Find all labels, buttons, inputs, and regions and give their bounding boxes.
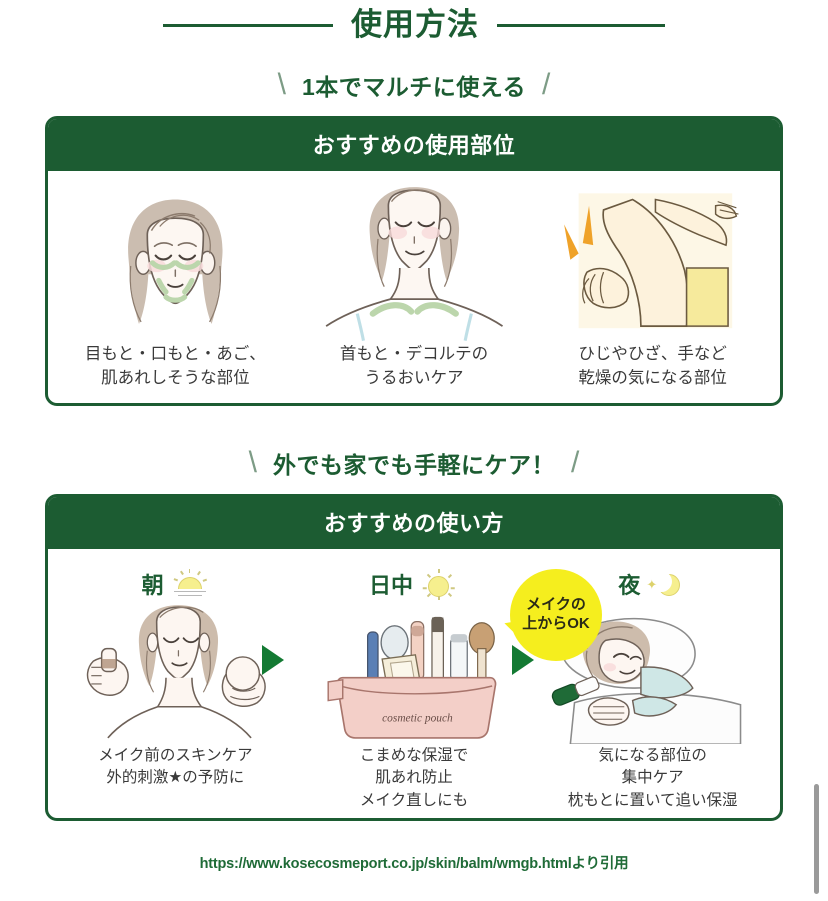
section-1-subheading: \ 1本でマルチに使える / [0, 68, 828, 102]
page-title-row: 使用方法 [0, 0, 828, 42]
panel-daytime-caption: こまめな保湿で 肌あれ防止 メイク直しにも [360, 745, 469, 812]
sparkle-icon: ✦ [646, 576, 658, 592]
panel-face-caption: 目もと・口もと・あご、 肌あれしそうな部位 [85, 343, 266, 391]
caption-line: 乾燥の気になる部位 [578, 369, 727, 388]
time-of-day-morning: 朝 [142, 567, 210, 601]
time-label: 日中 [368, 572, 413, 598]
panel-elbow-caption: ひじやひざ、手など 乾燥の気になる部位 [578, 343, 727, 391]
time-label: 夜 [618, 572, 641, 598]
woman-skincare-icon [56, 603, 295, 739]
cosmetic-pouch-icon: cosmetic pouch [295, 603, 534, 739]
caption-line: 集中ケア [621, 769, 684, 787]
pouch-label: cosmetic pouch [382, 712, 453, 724]
card-recommended-areas: おすすめの使用部位 [45, 116, 783, 406]
caption-line: 目もと・口もと・あご、 [84, 345, 266, 364]
title-rule-left [163, 23, 333, 27]
panel-morning-caption: メイク前のスキンケア 外的刺激★の予防に [98, 745, 252, 790]
slash-right-icon: / [542, 68, 551, 102]
title-rule-right [497, 23, 665, 27]
vertical-scrollbar[interactable] [814, 784, 819, 894]
source-url[interactable]: https://www.kosecosmeport.co.jp/skin/bal… [199, 856, 629, 872]
caption-line: 肌あれしそうな部位 [101, 369, 250, 388]
slash-left-icon: \ [248, 445, 257, 479]
time-of-day-row: 朝 日中 [56, 563, 772, 601]
badge-line-1: メイクの [526, 596, 586, 614]
sun-icon [419, 568, 459, 600]
caption-line: 気になる部位の [598, 746, 707, 764]
page-title: 使用方法 [351, 7, 479, 42]
panel-morning: メイク前のスキンケア 外的刺激★の予防に [56, 603, 295, 790]
panel-daytime: cosmetic pouch こまめな保湿で 肌あれ防止 メイク直しにも [295, 603, 534, 812]
step-arrow-1-icon [262, 644, 284, 675]
panel-elbow-knee: ひじやひざ、手など 乾燥の気になる部位 [533, 185, 772, 391]
slash-right-icon: / [571, 445, 580, 479]
time-of-day-night: 夜 ✦ [618, 567, 686, 601]
card-recommended-usage: おすすめの使い方 朝 [45, 493, 783, 822]
caption-line: こまめな保湿で [359, 746, 469, 764]
moon-icon: ✦ [646, 569, 686, 599]
section-2-subheading: \ 外でも家でも手軽にケア！ / [0, 446, 828, 480]
card-1-panels: 目もと・口もと・あご、 肌あれしそうな部位 [56, 185, 772, 391]
caption-line: うるおいケア [364, 369, 464, 388]
badge-line-2: 上からOK [522, 614, 590, 632]
section-1-subheading-text: 1本でマルチに使える [301, 74, 527, 101]
panel-neck-decollete: 首もと・デコルテの うるおいケア [295, 185, 534, 391]
elbow-knee-hand-icon [533, 185, 772, 337]
face-front-icon [56, 185, 295, 337]
caption-line: 首もと・デコルテの [339, 345, 489, 364]
caption-line: ひじやひざ、手など [578, 345, 727, 364]
caption-line: 肌あれ防止 [375, 769, 453, 787]
sunrise-icon [170, 568, 210, 599]
time-of-day-daytime: 日中 [369, 567, 459, 601]
caption-line: 外的刺激★の予防に [106, 769, 245, 787]
panel-neck-caption: 首もと・デコルテの うるおいケア [340, 343, 488, 391]
neck-decollete-icon [295, 185, 534, 342]
caption-line: メイク前のスキンケア [98, 746, 253, 764]
panel-face: 目もと・口もと・あご、 肌あれしそうな部位 [56, 185, 295, 391]
section-2-subheading-text: 外でも家でも手軽にケア！ [273, 451, 555, 478]
card-1-title: おすすめの使用部位 [48, 119, 780, 172]
slash-left-icon: \ [277, 68, 286, 102]
card-2-panels: メイク前のスキンケア 外的刺激★の予防に [56, 603, 772, 812]
caption-line: メイク直しにも [359, 791, 469, 809]
card-2-title: おすすめの使い方 [48, 496, 780, 549]
time-label: 朝 [141, 572, 164, 598]
caption-line: 枕もとに置いて追い保湿 [567, 791, 738, 809]
badge-ok-over-makeup: メイクの 上からOK [501, 568, 602, 661]
panel-night-caption: 気になる部位の 集中ケア 枕もとに置いて追い保湿 [568, 745, 738, 812]
